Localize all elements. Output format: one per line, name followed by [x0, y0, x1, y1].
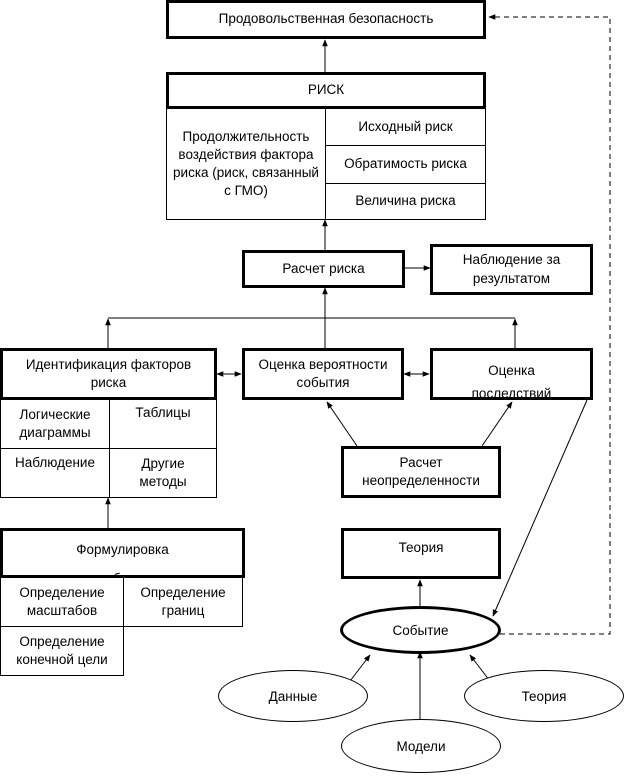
tables-label: Таблицы: [135, 405, 191, 420]
consequence-assessment-label: Оценка последствий: [471, 363, 552, 400]
reversibility-label: Обратимость риска: [344, 156, 467, 172]
goal-definition-cell: Определение конечной цели: [0, 626, 124, 676]
logic-diagrams-cell: Логические диаграммы: [0, 399, 110, 449]
probability-theory-box: Теория вероятности: [341, 528, 501, 579]
tables-cell: Таблицы: [109, 399, 217, 449]
magnitude-label: Величина риска: [355, 193, 456, 209]
consequence-assessment-box: Оценка последствий: [430, 348, 593, 400]
arrow-uncert-to-prob: [326, 401, 358, 447]
event-probability-label: Оценка вероятности события: [258, 356, 388, 390]
arrow-uncert-to-conseq: [481, 401, 513, 447]
magnitude-cell: Величина риска: [325, 183, 486, 220]
monitoring-box: Наблюдение за результатом: [430, 244, 593, 295]
risk-factor-identification-box: Идентификация факторов риска: [0, 348, 217, 400]
exposure-duration-cell: Продолжительность воздействия фактора ри…: [166, 108, 326, 220]
boundary-definition-label: Определение границ: [140, 584, 226, 618]
initial-risk-label: Исходный риск: [358, 118, 453, 134]
other-methods-label: Другие методы: [139, 455, 187, 489]
goal-definition-label: Определение конечной цели: [16, 633, 108, 667]
problem-formulation-box: Формулировка проблемы: [0, 528, 245, 578]
theory-label: Теория: [521, 688, 567, 704]
initial-risk-cell: Исходный риск: [325, 108, 486, 146]
probability-theory-label: Теория вероятности: [382, 540, 460, 576]
arrow-conseq-to-event: [492, 399, 588, 617]
risk-title: РИСК: [307, 82, 345, 98]
risk-factor-identification-label: Идентификация факторов риска: [25, 356, 192, 390]
boundary-definition-cell: Определение границ: [123, 577, 243, 627]
food-security-box: Продовольственная безопасность: [166, 0, 486, 39]
dashed-feedback-event-to-security: [488, 14, 611, 635]
models-ellipse: Модели: [341, 719, 501, 773]
reversibility-cell: Обратимость риска: [325, 145, 486, 184]
risk-calculation-box: Расчет риска: [242, 250, 405, 288]
observation-cell: Наблюдение: [0, 448, 110, 498]
food-security-label: Продовольственная безопасность: [218, 11, 434, 27]
observation-label: Наблюдение: [15, 455, 95, 470]
logic-diagrams-label: Логические диаграммы: [19, 406, 91, 440]
problem-formulation-label: Формулировка проблемы: [76, 542, 169, 575]
data-ellipse: Данные: [218, 670, 368, 722]
uncertainty-calculation-box: Расчет неопределенности: [341, 446, 501, 498]
risk-calculation-label: Расчет риска: [282, 260, 365, 276]
models-label: Модели: [396, 738, 446, 754]
scale-definition-cell: Определение масштабов: [0, 577, 124, 627]
data-label: Данные: [268, 688, 318, 704]
event-label: Событие: [392, 622, 449, 638]
monitoring-label: Наблюдение за результатом: [462, 252, 561, 286]
risk-title-box: РИСК: [166, 72, 486, 109]
uncertainty-calculation-label: Расчет неопределенности: [362, 454, 480, 488]
event-probability-box: Оценка вероятности события: [242, 348, 404, 400]
other-methods-cell: Другие методы: [109, 448, 217, 498]
exposure-duration-label: Продолжительность воздействия фактора ри…: [173, 128, 319, 199]
event-ellipse: Событие: [340, 606, 501, 654]
scale-definition-label: Определение масштабов: [19, 584, 105, 618]
theory-ellipse: Теория: [464, 670, 624, 722]
